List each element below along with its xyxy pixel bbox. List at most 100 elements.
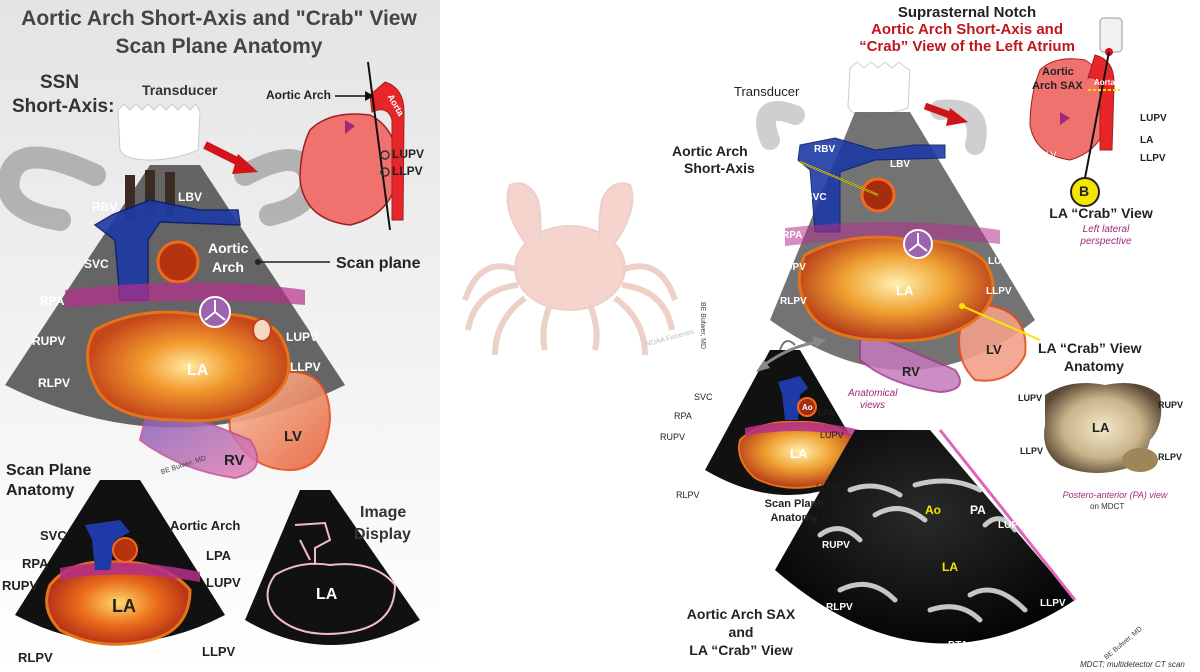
transducer-label-r: Transducer	[734, 84, 800, 99]
la-label: LA	[187, 362, 209, 379]
crab-body	[514, 225, 626, 311]
right-title-1: Suprasternal Notch	[897, 4, 1037, 21]
la-crab-anat-2: Anatomy	[1064, 358, 1124, 374]
mini-lupv: LUPV	[820, 430, 844, 440]
scan-plane-label: Scan plane	[336, 255, 421, 272]
image-display-1: Image	[360, 504, 407, 521]
id-la-label: LA	[316, 586, 338, 603]
la-crab-anat-1: LA “Crab” View	[1038, 340, 1142, 356]
llpv-r: LLPV	[986, 286, 1012, 297]
aortic-arch-circle	[156, 240, 200, 284]
inset-aorta-label-r: Aorta	[1094, 78, 1115, 87]
left-lateral-2: perspective	[1080, 236, 1132, 247]
spa-la-label: LA	[112, 596, 136, 616]
aortic-label-1: Aortic	[208, 240, 249, 256]
rpa-r: RPA	[782, 230, 803, 241]
echo-ao: Ao	[925, 503, 941, 517]
spa-aortic-arch-label: Aortic Arch	[170, 518, 241, 533]
inset-heart	[299, 113, 399, 226]
rupv-label: RUPV	[32, 334, 66, 348]
mini-lpa: LPA	[818, 408, 835, 418]
rlpv-r: RLPV	[780, 296, 807, 307]
svc-r: SVC	[806, 192, 827, 203]
crab-illustration	[462, 182, 678, 356]
aortic-label-2: Arch	[212, 259, 244, 275]
transducer-shape	[117, 103, 201, 161]
echo-pa: PA	[970, 503, 986, 517]
mini-rlpv: RLPV	[676, 490, 700, 500]
mini-la: LA	[790, 446, 808, 461]
rv-r: RV	[902, 364, 920, 379]
la-crab-view-label: LA “Crab” View	[1049, 205, 1153, 221]
lv-r: LV	[986, 342, 1002, 357]
spa-lupv-label: LUPV	[206, 575, 241, 590]
footnote: MDCT; multidetector CT scan	[1080, 660, 1185, 669]
middle-panel: NOAA Fisheries	[440, 0, 700, 672]
inset-plane-line	[367, 61, 391, 231]
aa-sa-2: Short-Axis	[684, 160, 755, 176]
ssn-line1: SSN	[40, 72, 80, 93]
caption-2: and	[728, 624, 754, 640]
rbv-label: RBV	[92, 200, 118, 214]
lupv-r: LUPV	[988, 256, 1015, 267]
svc-label: SVC	[84, 257, 109, 271]
arc-swoosh-left	[0, 146, 106, 231]
mini-spa-1: Scan Plane	[764, 498, 824, 510]
scan-plane-anatomy-1: Scan Plane	[6, 462, 92, 479]
on-mdct: on MDCT	[1090, 502, 1125, 511]
inset-lupv-label: LUPV	[392, 147, 425, 161]
left-title-line2: Scan Plane Anatomy	[115, 35, 323, 58]
scan-plane-anatomy-2: Anatomy	[6, 482, 75, 499]
left-illustration	[0, 61, 420, 646]
inset-aortic-arch-label: Aortic Arch	[266, 88, 331, 102]
caption-3: LA “Crab” View	[689, 642, 793, 658]
ct-rupv: RUPV	[1158, 400, 1184, 410]
caption-1: Aortic Arch SAX	[686, 606, 796, 622]
mini-rpa: RPA	[674, 411, 692, 421]
aortic-arch-sax-1: Aortic	[1042, 66, 1074, 78]
ssn-line2: Short-Axis:	[12, 96, 115, 117]
lv-label: LV	[284, 428, 303, 445]
rv-label: RV	[224, 452, 245, 469]
spa-llpv-label: LLPV	[202, 644, 236, 659]
right-illustration	[705, 17, 1162, 644]
ins-lv: LV	[1046, 150, 1057, 160]
ct-llpv: LLPV	[1020, 446, 1044, 456]
rpa-label: RPA	[40, 294, 65, 308]
echo-dtao: DTAo	[948, 640, 974, 651]
la-r: LA	[896, 283, 914, 298]
ins-lupv: LUPV	[1140, 113, 1167, 124]
mini-ao: Ao	[802, 403, 813, 412]
inset-aorta	[369, 81, 405, 221]
ins-la: LA	[1140, 135, 1154, 146]
spa-lpa-label: LPA	[206, 548, 232, 563]
ins-llpv: LLPV	[1140, 153, 1166, 164]
left-panel: Aortic Arch Short-Axis and "Crab" View S…	[0, 0, 440, 672]
anatomical-2: views	[860, 400, 886, 411]
rupv-r: RUPV	[778, 262, 806, 273]
echo-la: LA	[942, 560, 958, 574]
mini-rupv: RUPV	[660, 432, 686, 442]
left-title-line1: Aortic Arch Short-Axis and "Crab" View	[21, 7, 417, 30]
mini-llpv: LLPV	[816, 482, 839, 492]
right-title-3: “Crab” View of the Left Atrium	[859, 38, 1075, 55]
anatomical-1: Anatomical	[848, 388, 898, 399]
image-display-2: Display	[354, 526, 411, 543]
lupv2-label: LUPV	[286, 330, 319, 344]
lbv-label: LBV	[178, 190, 202, 204]
rlpv-label: RLPV	[38, 376, 71, 390]
spa-rupv-label: RUPV	[2, 578, 39, 593]
ct-rlpv: RLPV	[1158, 452, 1183, 462]
inset-llpv-label: LLPV	[392, 164, 423, 178]
right-title-2: Aortic Arch Short-Axis and	[871, 21, 1063, 38]
echo-rlpv: RLPV	[826, 602, 853, 613]
mini-svc: SVC	[694, 392, 713, 402]
transducer-shape-r	[847, 61, 911, 117]
aortic-arch-sax-2: Arch SAX	[1032, 80, 1083, 92]
right-credit-main: BE Bulwer, MD	[699, 302, 706, 350]
id-la-outline	[266, 562, 397, 635]
mini-spa-2: Anatomy	[770, 512, 818, 524]
right-panel: Suprasternal Notch Aortic Arch Short-Axi…	[660, 0, 1200, 672]
b-badge	[1070, 177, 1100, 207]
ct-la: LA	[1092, 420, 1110, 435]
